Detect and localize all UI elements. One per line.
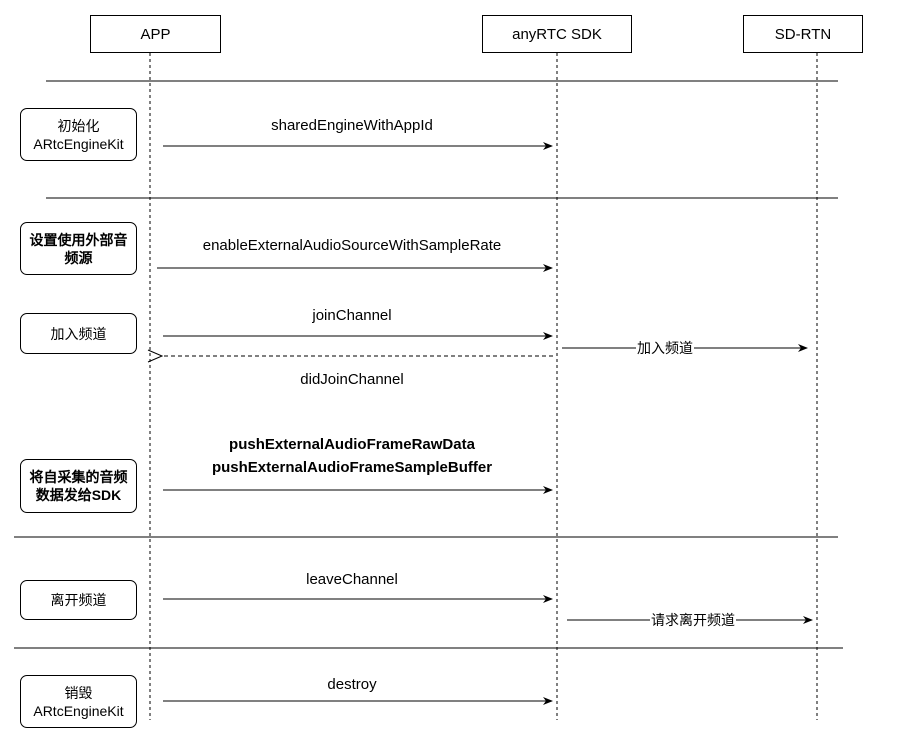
step-init-line-2: ARtcEngineKit: [33, 135, 124, 152]
join-message-label: joinChannel: [312, 307, 392, 324]
push-buffer-message-label: pushExternalAudioFrameSampleBuffer: [211, 459, 493, 476]
step-join-line-1: 加入频道: [50, 325, 107, 342]
sdk-leave-label: 请求离开频道: [650, 610, 736, 630]
did-join-message-label: didJoinChannel: [300, 371, 404, 388]
participant-rtn-label: SD-RTN: [774, 25, 832, 43]
step-external-source: 设置使用外部音频源: [20, 222, 137, 275]
step-external-source-line-2: 频源: [64, 249, 93, 266]
step-destroy-line-1: 销毁: [64, 684, 93, 701]
destroy-message-label: destroy: [327, 676, 377, 693]
participant-sdk: anyRTC SDK: [482, 15, 632, 53]
step-push-frame-line-2: 数据发给SDK: [35, 487, 122, 503]
participant-sdk-label: anyRTC SDK: [512, 25, 602, 43]
external-source-message-label: enableExternalAudioSourceWithSampleRate: [202, 237, 502, 254]
participant-app-label: APP: [140, 25, 171, 43]
push-raw-message-label: pushExternalAudioFrameRawData: [229, 436, 475, 453]
step-push-frame-line-1: 将自采集的音频: [29, 469, 128, 485]
leave-message-label: leaveChannel: [306, 571, 398, 588]
step-join: 加入频道: [20, 313, 137, 354]
step-leave-line-1: 离开频道: [50, 592, 107, 608]
sdk-join-label: 加入频道: [636, 338, 694, 358]
participant-app: APP: [90, 15, 221, 53]
step-external-source-line-1: 设置使用外部音: [29, 231, 128, 248]
step-init-line-1: 初始化: [57, 117, 100, 134]
participant-rtn: SD-RTN: [743, 15, 863, 53]
step-push-frame: 将自采集的音频数据发给SDK: [20, 459, 137, 513]
step-leave: 离开频道: [20, 580, 137, 620]
step-destroy-line-2: ARtcEngineKit: [33, 702, 124, 719]
init-message-label: sharedEngineWithAppId: [271, 117, 433, 134]
